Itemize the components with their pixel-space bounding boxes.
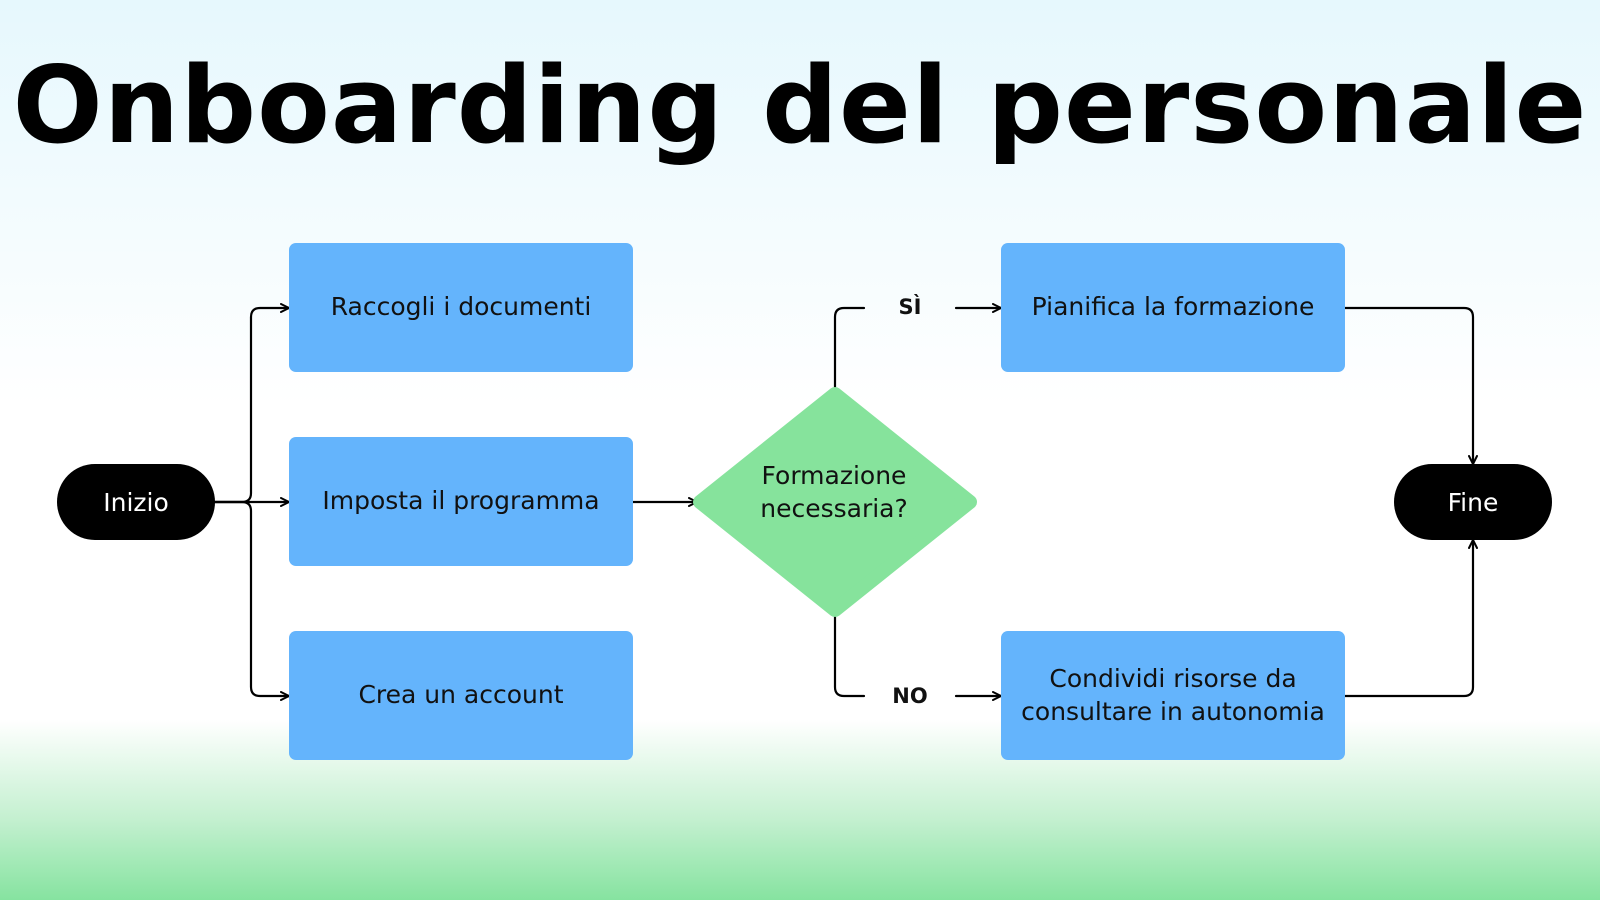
arrow-start-to-account [212,500,291,701]
start-node: Inizio [57,464,215,540]
line-decision-yes [833,306,866,396]
branch-no-label: NO [892,684,928,708]
share-resources-box: Condividi risorse da consultare in auton… [1001,631,1345,760]
page-title: Onboarding del personale [12,44,1588,167]
line-decision-no [833,608,866,698]
create-account-box: Crea un account [289,631,633,760]
collect-documents-box: Raccogli i documenti [289,243,633,372]
branch-yes-label: SÌ [898,295,922,319]
plan-training-box: Pianifica la formazione [1001,243,1345,372]
decision-label: Formazione necessaria? [760,461,908,523]
arrow-start-to-collect [212,303,291,504]
decision-diamond [693,387,977,617]
end-node: Fine [1394,464,1552,540]
arrow-plan-to-end [1343,306,1478,466]
setup-schedule-box: Imposta il programma [289,437,633,566]
arrow-share-to-end [1343,538,1478,698]
